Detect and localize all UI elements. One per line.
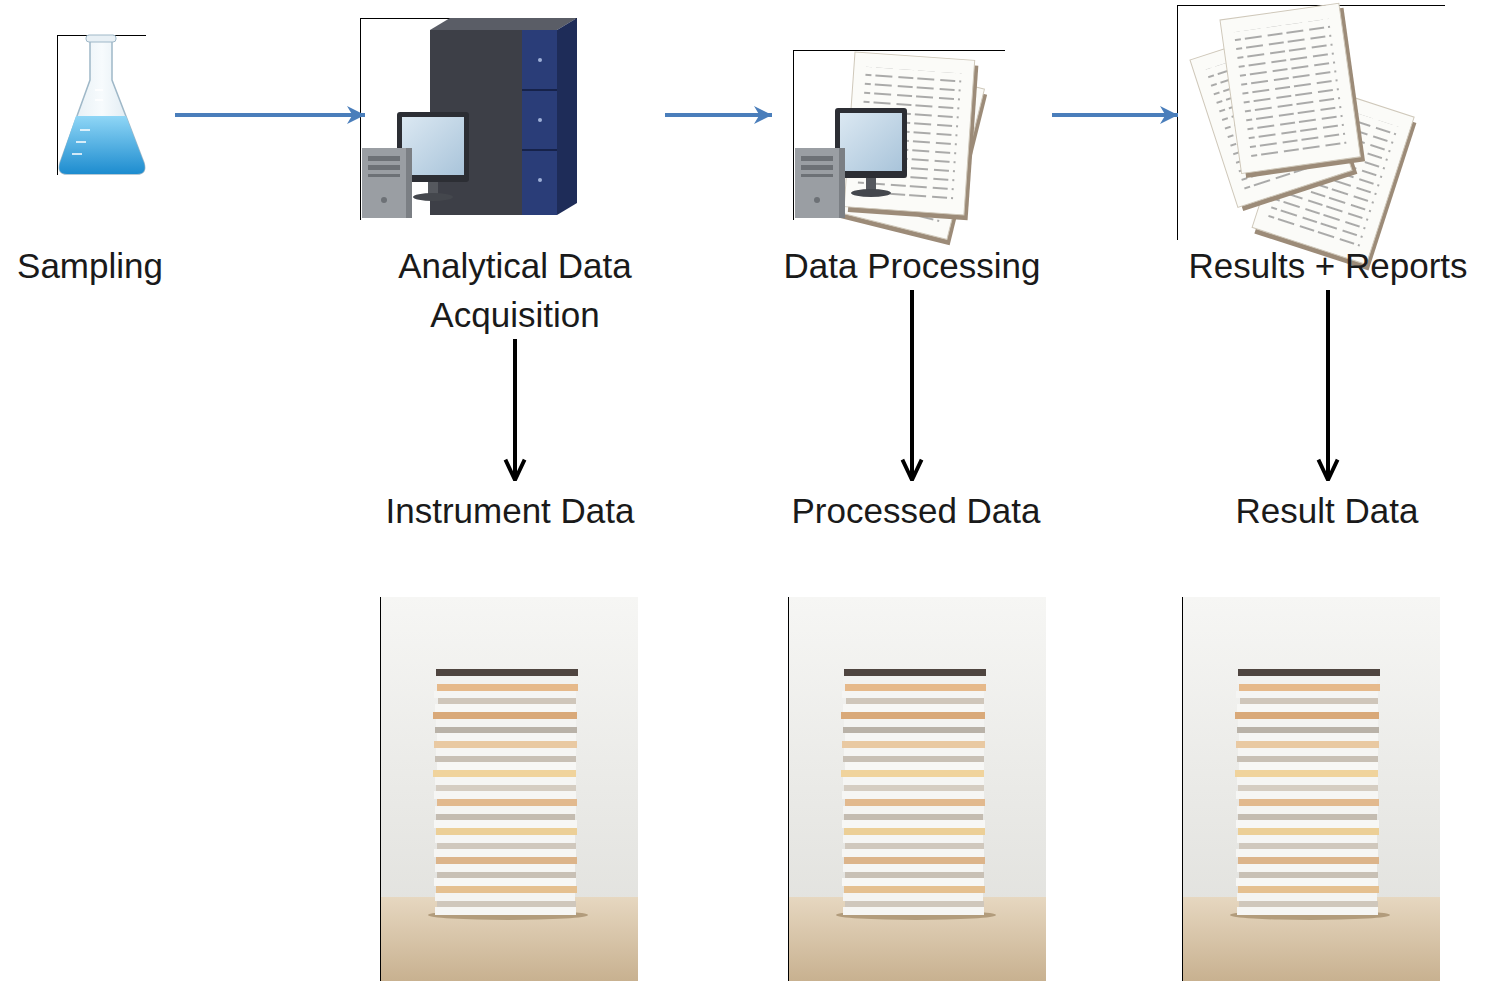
flow-arrow [910,290,914,480]
processing-icon [793,50,1005,245]
process-step: Data Processing [772,45,1052,290]
flow-arrow [1326,290,1330,480]
process-step: Analytical Data Acquisition [365,15,665,339]
process-step: Processed Data [776,480,1056,975]
reports-icon [1177,3,1445,271]
process-step: Result Data [1187,480,1467,975]
step-label: Analytical Data Acquisition [385,241,645,339]
step-label: Processed Data [791,486,1040,535]
step-label: Sampling [17,241,163,290]
instrument-icon [360,18,577,220]
step-label: Results + Reports [1188,241,1467,290]
process-step: Instrument Data [370,480,650,975]
step-label: Result Data [1236,486,1419,535]
process-step: Sampling [5,30,175,290]
flow-arrow [1052,113,1178,117]
process-step: Results + Reports [1178,5,1478,290]
flask-icon [57,35,146,175]
paper-stack-photo [380,597,1440,981]
flow-arrow [513,339,517,480]
flow-arrow [175,113,365,117]
flow-arrow [665,113,772,117]
step-label: Instrument Data [386,486,635,535]
step-label: Data Processing [784,241,1041,290]
